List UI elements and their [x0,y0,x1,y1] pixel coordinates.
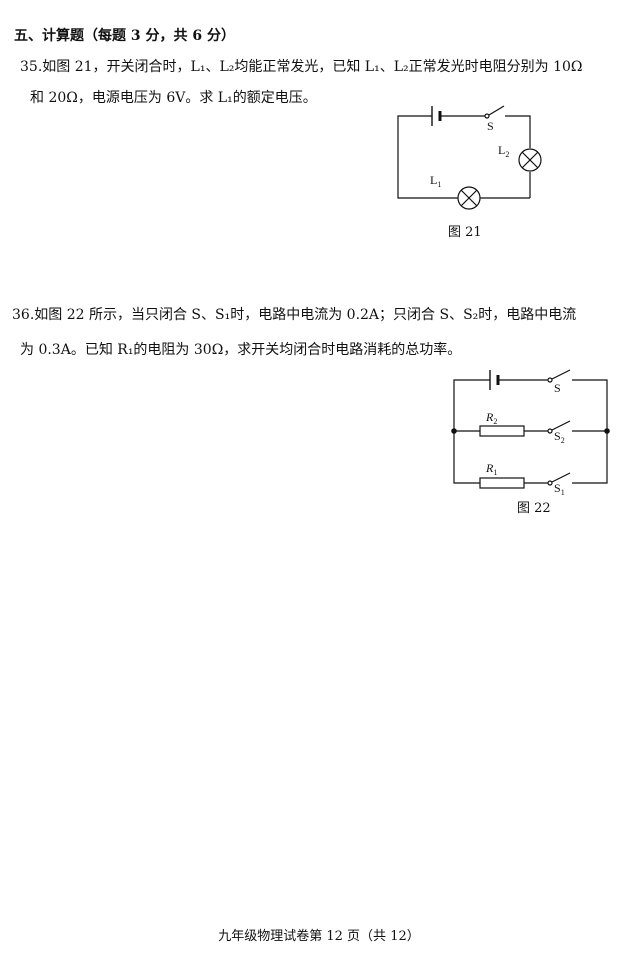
label-switch-s1: S1 [554,481,565,497]
switch-symbol-s2 [547,420,571,434]
resistor-symbol-r1 [479,477,525,489]
circuit-diagram-21: S L2 L1 [397,105,542,210]
question-36-line-1: 36.如图 22 所示，当只闭合 S、S₁时，电路中电流为 0.2A；只闭合 S… [12,307,577,323]
resistor-symbol-r2 [479,425,525,437]
circuit-diagram-22: S S2 S1 R2 R1 [451,369,610,497]
switch-symbol-s-22 [547,369,571,383]
lamp-symbol-l2 [518,148,542,172]
question-36-line-2: 为 0.3A。已知 R₁的电阻为 30Ω，求开关均闭合时电路消耗的总功率。 [20,342,462,358]
junction-dot-right [604,428,610,434]
label-lamp-l1: L1 [430,173,441,189]
battery-symbol-21 [431,106,442,126]
lamp-symbol-l1 [457,186,481,210]
section-heading: 五、计算题（每题 3 分，共 6 分） [14,28,235,44]
question-35-line-2: 和 20Ω，电源电压为 6V。求 L₁的额定电压。 [30,90,317,106]
label-lamp-l2: L2 [498,143,509,159]
figure-22-caption: 图 22 [517,501,551,516]
switch-symbol-s1 [547,472,571,486]
battery-symbol-22 [489,370,500,390]
circuit-22-wires [453,379,608,484]
label-resistor-r2: R2 [485,410,497,426]
label-resistor-r1: R1 [485,461,497,477]
circuit-21-wires [397,115,531,199]
junction-dot-left [451,428,457,434]
switch-symbol-s-21 [484,105,505,119]
figure-21-caption: 图 21 [448,225,482,240]
page-footer: 九年级物理试卷第 12 页（共 12） [218,929,420,944]
label-switch-s2: S2 [554,429,565,445]
label-switch-s-21: S [487,119,494,133]
question-35-line-1: 35.如图 21，开关闭合时，L₁、L₂均能正常发光，已知 L₁、L₂正常发光时… [20,59,583,75]
label-switch-s-22: S [554,381,561,395]
